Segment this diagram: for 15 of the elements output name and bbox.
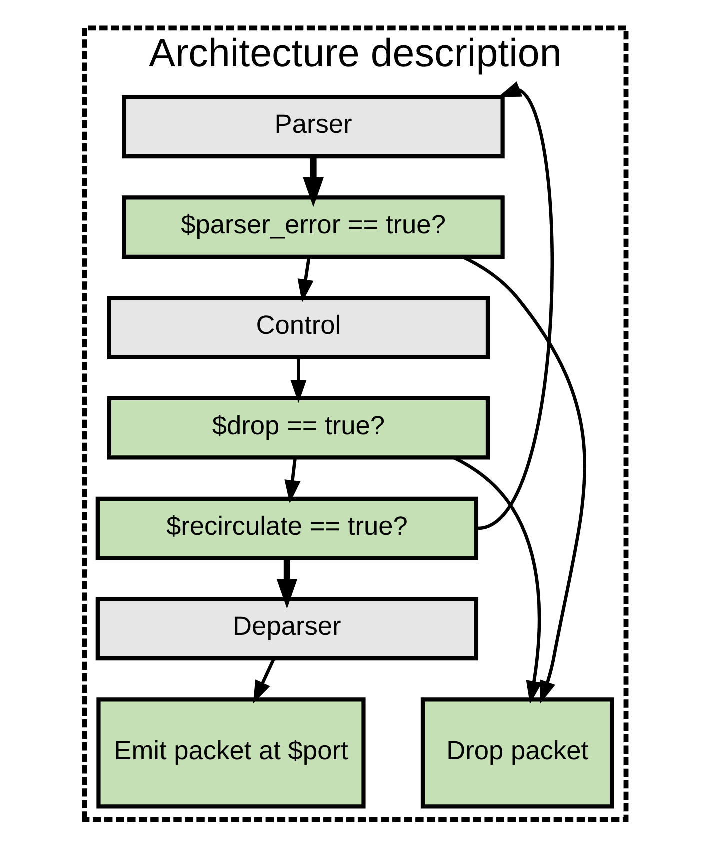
node-box: $drop == true? bbox=[106, 396, 490, 460]
arrow bbox=[284, 458, 300, 504]
arrow bbox=[297, 256, 314, 303]
node-box: Deparser bbox=[95, 597, 478, 661]
node-box: Control bbox=[106, 296, 490, 360]
arrow bbox=[276, 558, 298, 609]
arrow bbox=[252, 658, 276, 704]
arrow bbox=[477, 82, 554, 530]
node-box: Emit packet at $port bbox=[96, 698, 366, 809]
node-box: $recirculate == true? bbox=[95, 496, 478, 560]
arrow bbox=[302, 156, 324, 208]
arrow bbox=[290, 357, 306, 404]
node-box: $parser_error == true? bbox=[122, 196, 504, 259]
node-box: Drop packet bbox=[420, 698, 614, 809]
node-box: Parser bbox=[122, 95, 504, 159]
